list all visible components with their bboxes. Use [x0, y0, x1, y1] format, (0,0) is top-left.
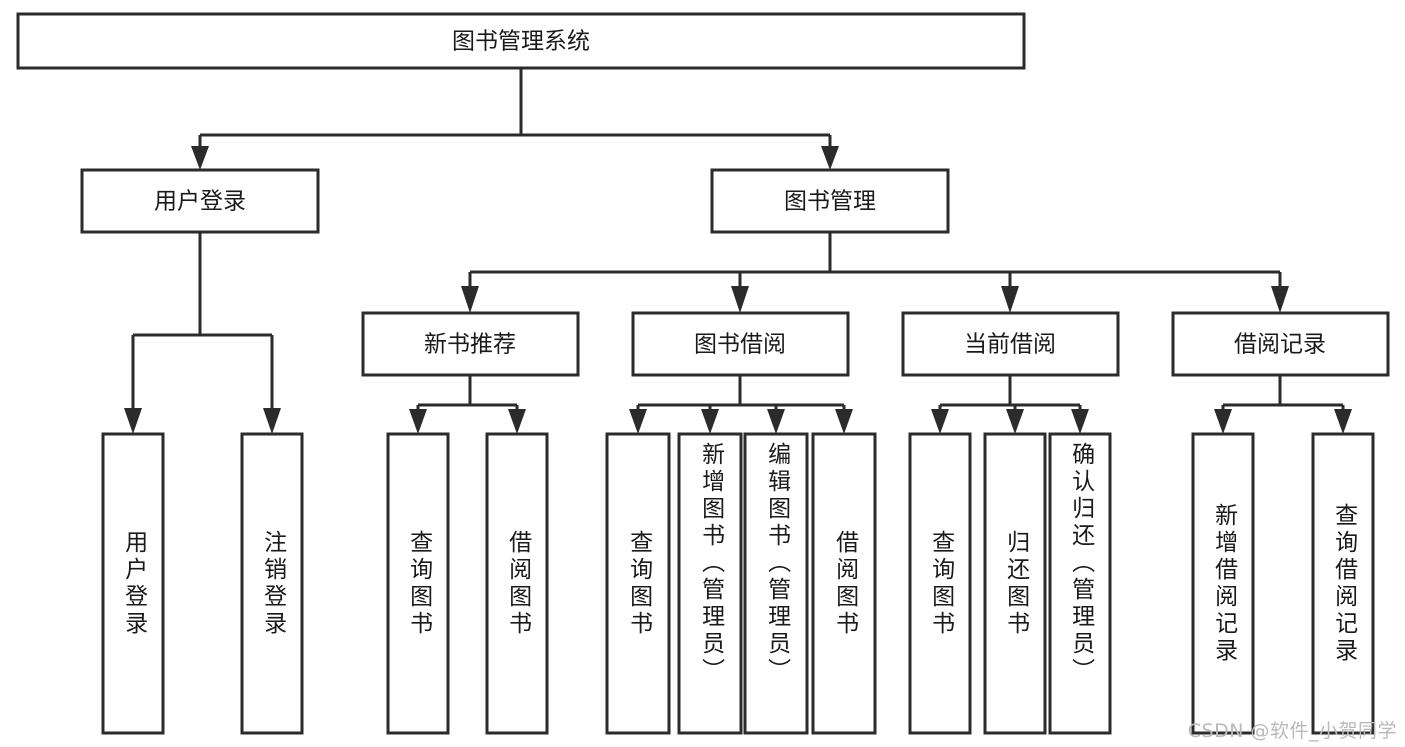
leaf-box-return-book[interactable] [983, 432, 1047, 735]
arrow-head-icon [767, 409, 785, 434]
leaf-box-query-book-cur[interactable] [908, 432, 972, 735]
edge-group-newbook-to-leaves [409, 375, 526, 434]
leaf-box-group [101, 432, 1375, 735]
arrow-head-icon [508, 409, 526, 434]
leaf-box-borrow-book-new[interactable] [485, 432, 549, 735]
arrow-head-icon [1001, 286, 1019, 313]
node-new-book-recommend-box[interactable] [361, 311, 580, 377]
edge-group-root-to-level2 [191, 68, 839, 170]
leaf-box-query-book[interactable] [605, 432, 671, 735]
node-current-borrow-label: 当前借阅 [964, 332, 1056, 358]
node-root-label: 图书管理系统 [452, 29, 590, 55]
leaf-box-confirm-return[interactable] [1048, 432, 1112, 735]
node-book-management[interactable]: 图书管理 [710, 168, 950, 234]
arrow-head-icon [124, 408, 142, 434]
leaf-box-query-book-new[interactable] [386, 432, 450, 735]
arrow-head-icon [1271, 286, 1289, 313]
node-current-borrow[interactable]: 当前借阅 [901, 311, 1120, 377]
leaf-box-add-book-admin[interactable] [677, 432, 743, 735]
leaf-box-add-record[interactable] [1191, 432, 1255, 735]
arrow-head-icon [701, 409, 719, 434]
leaf-box-user-login[interactable] [101, 432, 165, 735]
edge-group-bookmgmt-to-level3 [461, 232, 1289, 313]
node-current-borrow-box[interactable] [901, 311, 1120, 377]
leaf-box-edit-book-admin[interactable] [743, 432, 809, 735]
node-user-login-box[interactable] [80, 168, 320, 234]
arrow-head-icon [191, 146, 209, 170]
arrow-head-icon [629, 409, 647, 434]
arrow-head-icon [1071, 409, 1089, 434]
node-borrow-record[interactable]: 借阅记录 [1171, 311, 1390, 377]
leaf-box-logout[interactable] [240, 432, 304, 735]
arrow-head-icon [731, 286, 749, 313]
node-book-management-box[interactable] [710, 168, 950, 234]
edge-group-borrow-to-leaves [629, 375, 853, 434]
arrow-head-icon [263, 408, 281, 434]
node-borrow-record-label: 借阅记录 [1234, 332, 1326, 358]
edge-group-current-to-leaves [931, 375, 1089, 434]
node-root[interactable]: 图书管理系统 [16, 12, 1026, 70]
node-user-login[interactable]: 用户登录 [80, 168, 320, 234]
leaf-box-query-record[interactable] [1311, 432, 1375, 735]
arrow-head-icon [1334, 409, 1352, 434]
node-user-login-label: 用户登录 [154, 189, 246, 215]
edge-group-record-to-leaves [1214, 375, 1352, 434]
arrow-head-icon [409, 409, 427, 434]
node-book-borrow-label: 图书借阅 [694, 332, 786, 358]
arrow-head-icon [931, 409, 949, 434]
leaf-box-borrow-book[interactable] [811, 432, 877, 735]
arrow-head-icon [835, 409, 853, 434]
node-new-book-recommend[interactable]: 新书推荐 [361, 311, 580, 377]
arrow-head-icon [1214, 409, 1232, 434]
node-book-borrow-box[interactable] [631, 311, 850, 377]
edge-group-userlogin-to-leaves [124, 232, 281, 434]
arrow-head-icon [821, 146, 839, 170]
node-root-box[interactable] [16, 12, 1026, 70]
node-book-management-label: 图书管理 [784, 189, 876, 215]
arrow-head-icon [461, 286, 479, 313]
watermark-text: CSDN @软件_小贺同学 [1187, 720, 1397, 742]
arrow-head-icon [1006, 409, 1024, 434]
node-borrow-record-box[interactable] [1171, 311, 1390, 377]
node-new-book-recommend-label: 新书推荐 [424, 332, 516, 358]
node-book-borrow[interactable]: 图书借阅 [631, 311, 850, 377]
